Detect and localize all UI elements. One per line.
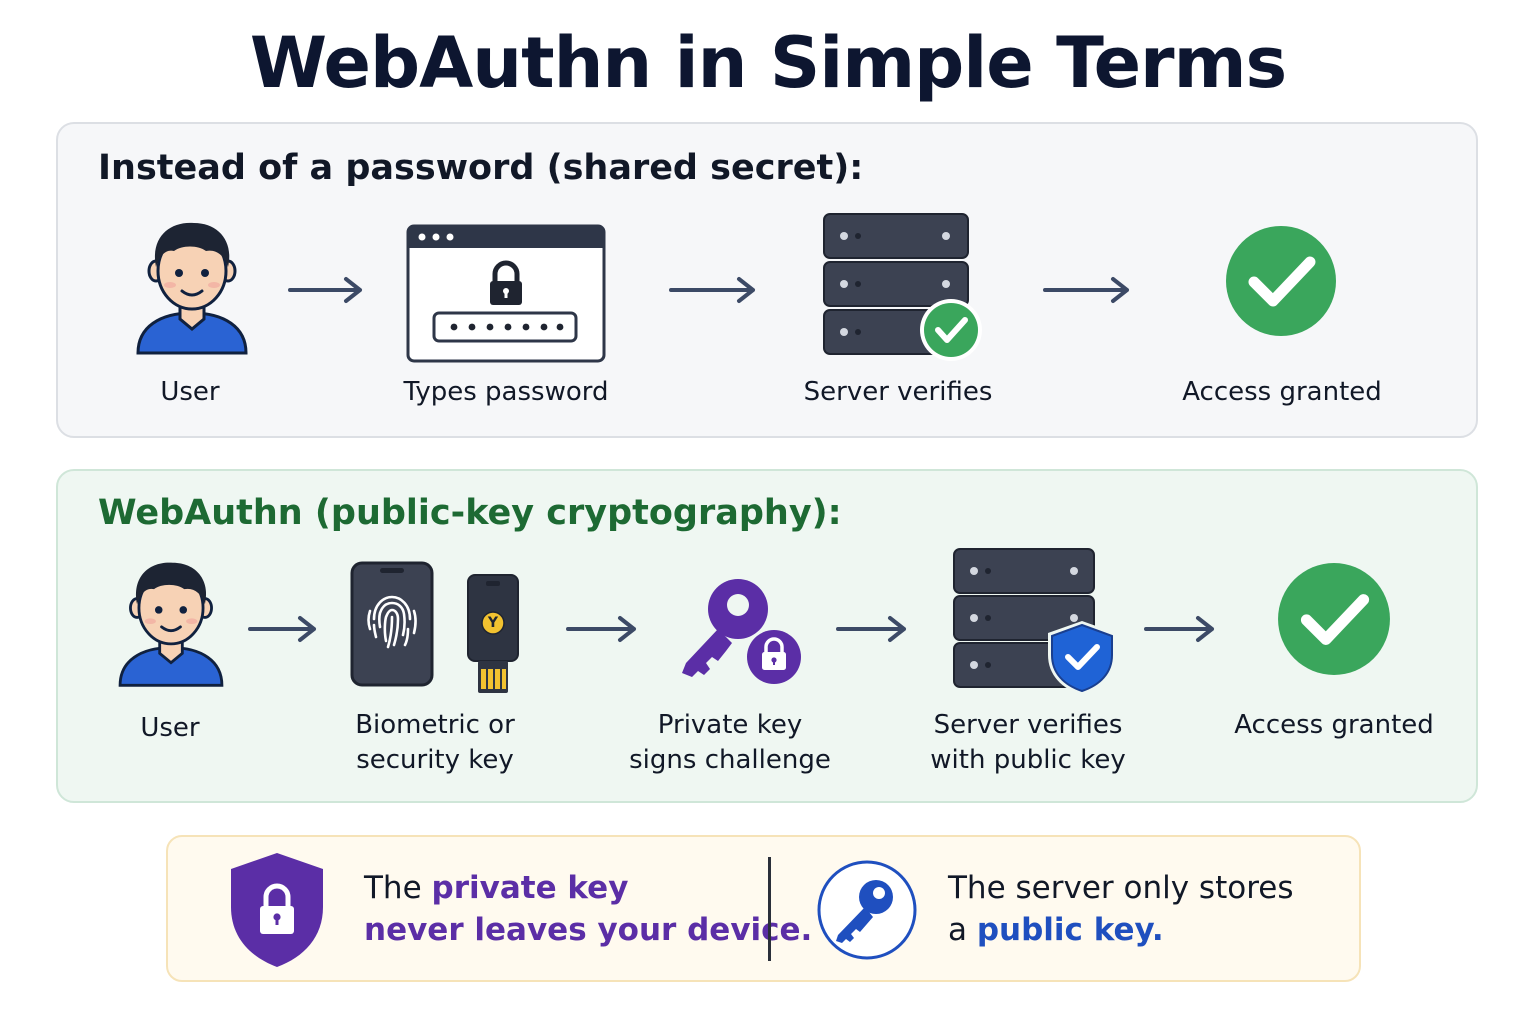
fingerprint-phone-icon	[350, 561, 434, 687]
user-icon	[118, 559, 224, 691]
key-facts-footer: The private key never leaves your device…	[166, 835, 1361, 982]
arrow-right-icon	[566, 615, 640, 643]
divider	[768, 857, 771, 961]
arrow-right-icon	[288, 276, 366, 304]
shield-lock-icon	[228, 851, 326, 969]
step-label: Server verifies with public key	[930, 710, 1126, 775]
step-label: Access granted	[1234, 710, 1434, 740]
security-key-icon: Y	[466, 573, 520, 695]
key-circle-icon	[816, 859, 918, 961]
arrow-right-icon	[1144, 615, 1218, 643]
password-flow-panel: Instead of a password (shared secret):	[56, 122, 1478, 438]
arrow-right-icon	[669, 276, 759, 304]
step-label: Private key signs challenge	[629, 710, 831, 775]
step-label: Types password	[403, 377, 609, 407]
step-label: Server verifies	[803, 377, 993, 407]
check-circle-icon	[1276, 561, 1392, 677]
arrow-right-icon	[836, 615, 910, 643]
step-label: User	[160, 377, 220, 407]
arrow-right-icon	[1043, 276, 1133, 304]
private-key-statement: The private key never leaves your device…	[364, 870, 813, 948]
step-label: Access granted	[1182, 377, 1382, 407]
server-shield-icon	[952, 547, 1118, 697]
page-title: WebAuthn in Simple Terms	[249, 22, 1287, 104]
user-icon	[136, 219, 248, 359]
public-key-statement: The server only stores a public key.	[948, 870, 1294, 948]
server-check-icon	[822, 212, 984, 364]
step-label: User	[140, 713, 200, 743]
security-key-letter: Y	[487, 615, 499, 631]
webauthn-flow-panel: WebAuthn (public-key cryptography):	[56, 469, 1478, 803]
arrow-right-icon	[248, 615, 320, 643]
webauthn-flow-heading: WebAuthn (public-key cryptography):	[98, 493, 842, 533]
password-flow-heading: Instead of a password (shared secret):	[98, 148, 864, 188]
private-key-lock-icon	[678, 573, 806, 689]
password-window-icon	[406, 224, 606, 364]
check-circle-icon	[1224, 224, 1338, 338]
step-label: Biometric or security key	[355, 710, 515, 775]
